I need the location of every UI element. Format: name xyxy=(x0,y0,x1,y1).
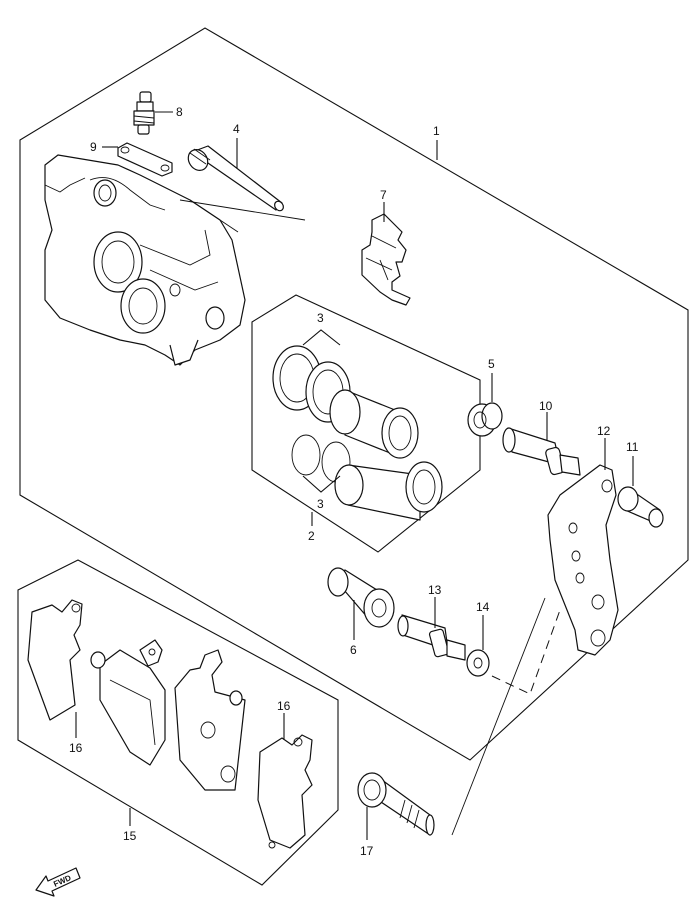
part-label-9: 9 xyxy=(90,140,97,154)
assembly-guide-line-caliper xyxy=(179,199,306,221)
part-label-1: 1 xyxy=(433,124,440,138)
pad-set-outline xyxy=(17,559,339,886)
part-label-5: 5 xyxy=(488,357,495,371)
brake-pad-shim-right-part xyxy=(257,734,313,849)
piston-kit-outline xyxy=(251,294,481,553)
brake-pad-shim-left-part xyxy=(27,599,83,721)
part-label-15: 15 xyxy=(123,829,137,843)
part-label-17: 17 xyxy=(360,844,374,858)
slide-pin-part xyxy=(397,614,466,661)
assembly-dashed-line xyxy=(491,609,561,695)
leader-line-3-upper xyxy=(302,329,341,346)
bracket-pin-part xyxy=(617,486,664,528)
washer-part xyxy=(466,649,490,677)
piston-lower-part xyxy=(334,461,443,521)
part-label-14: 14 xyxy=(476,600,490,614)
part-label-4: 4 xyxy=(233,122,240,136)
brake-pad-right-part xyxy=(174,649,246,791)
part-label-10: 10 xyxy=(539,399,553,413)
pad-spring-part xyxy=(361,213,411,306)
forward-arrow-icon: FWD xyxy=(35,867,81,897)
mounting-bolt-part xyxy=(357,772,435,836)
boot-part xyxy=(467,402,503,437)
caliper-bracket-part xyxy=(547,464,619,656)
part-label-3-lower: 3 xyxy=(317,497,324,511)
brake-pad-left-part xyxy=(90,639,166,766)
caliper-assembly-outline xyxy=(19,27,689,761)
sleeve-pin-part xyxy=(502,427,581,476)
piston-upper-part xyxy=(329,389,419,459)
part-label-8: 8 xyxy=(176,105,183,119)
bleeder-cap-part xyxy=(117,142,173,177)
caliper-pin-part xyxy=(187,145,284,212)
part-label-12: 12 xyxy=(597,424,611,438)
part-label-11: 11 xyxy=(626,440,639,454)
caliper-bolt-part xyxy=(327,567,395,628)
leader-line-3-lower xyxy=(302,475,341,493)
part-label-16-left: 16 xyxy=(69,741,83,755)
assembly-guide-line-lower xyxy=(451,597,546,836)
part-label-16-right: 16 xyxy=(277,699,291,713)
caliper-body-part xyxy=(44,154,246,366)
part-label-13: 13 xyxy=(428,583,442,597)
part-label-7: 7 xyxy=(380,188,387,202)
part-label-3-upper: 3 xyxy=(317,311,324,325)
bleeder-screw-part xyxy=(133,91,155,135)
part-label-2: 2 xyxy=(308,529,315,543)
part-label-6: 6 xyxy=(350,643,357,657)
